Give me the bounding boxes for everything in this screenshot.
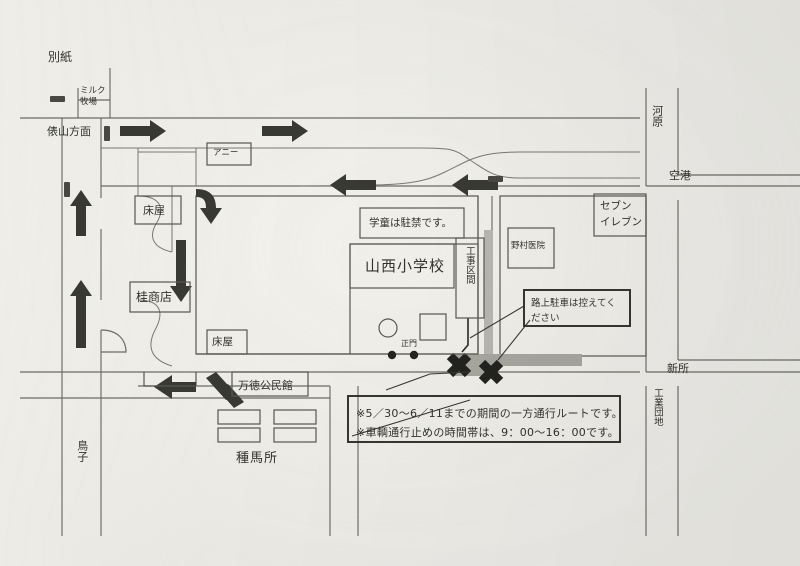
label-toriko: 鳥子 <box>75 440 89 462</box>
box-stud-a1 <box>217 409 261 425</box>
label-nomura-clinic: 野村医院 <box>511 241 546 251</box>
box-nomura-clinic <box>507 227 555 269</box>
box-stud-b1 <box>273 409 317 425</box>
box-barber-top <box>134 195 182 225</box>
label-annie: アニー <box>213 148 239 158</box>
box-street-parking <box>523 289 631 327</box>
label-seven-eleven: セブン イレブン <box>600 200 642 228</box>
label-main-gate: 正門 <box>401 339 417 348</box>
school-roundabout <box>378 318 398 338</box>
arrow-down-mid <box>170 240 192 302</box>
box-students-noparking <box>359 207 465 239</box>
label-milk-farm: ミルク 牧場 <box>80 86 106 108</box>
street-parking-leader-a <box>469 305 525 339</box>
direction-arrows <box>70 120 498 408</box>
label-stud-farm: 種馬所 <box>236 451 279 466</box>
box-barber-bottom <box>206 329 248 355</box>
label-students-noparking: 学童は駐禁です。 <box>369 217 452 229</box>
box-stud-b2 <box>273 427 317 443</box>
label-katsura-store: 桂商店 <box>136 290 173 304</box>
arrow-curve-down <box>196 189 222 224</box>
oneway-stripe-b <box>218 384 244 408</box>
arrow-up-left-b <box>70 280 92 348</box>
traffic-signal-icon-2 <box>104 126 110 141</box>
box-katsura <box>129 281 191 313</box>
arrow-right-top-b <box>262 120 308 142</box>
traffic-signal-icon-1 <box>50 96 65 102</box>
main-notice-line-2: ※車輌通行止めの時間帯は、9：00〜16：00です。 <box>356 426 619 439</box>
box-annie <box>206 142 252 166</box>
gate-post-left <box>387 350 397 360</box>
traffic-signals <box>50 96 503 197</box>
main-notice-leader-2 <box>351 399 471 437</box>
main-notice-leader <box>385 371 471 391</box>
road-closed-x-marks <box>446 352 504 385</box>
construction-label-tail <box>461 318 469 353</box>
box-school-name <box>349 243 455 289</box>
gate-post-right <box>409 350 419 360</box>
arrow-left-upper-right <box>452 174 498 196</box>
label-tawarayama-direction: 俵山方面 <box>47 125 91 138</box>
label-kawara: 河原 <box>650 105 664 127</box>
box-main-notice <box>347 395 621 443</box>
label-shinsho: 新所 <box>667 362 689 375</box>
main-notice-line-1: ※5／30〜6／11までの期間の一方通行ルートです。 <box>356 407 623 420</box>
header-note: 別紙 <box>48 50 73 64</box>
arrow-left-lower <box>154 375 196 399</box>
x-mark-right <box>478 359 504 385</box>
box-stud-a2 <box>217 427 261 443</box>
traffic-signal-icon-4 <box>488 176 503 182</box>
label-industrial-park: 工業団地 <box>651 388 663 426</box>
arrow-right-top-a <box>120 120 166 142</box>
box-seven-eleven <box>593 193 647 237</box>
label-boxes <box>129 142 647 443</box>
box-construction-zone <box>455 237 485 319</box>
label-school-name: 山西小学校 <box>365 257 446 275</box>
box-mantoku-hall <box>231 371 309 397</box>
label-barber-top: 床屋 <box>143 204 165 217</box>
school-yard-box <box>419 313 447 341</box>
arrow-left-upper-mid <box>330 174 376 196</box>
label-street-parking: 路上駐車は控えてく ださい <box>531 298 616 325</box>
traffic-signal-icon-3 <box>64 182 70 197</box>
label-barber-bottom: 床屋 <box>212 336 233 348</box>
label-airport: 空港 <box>669 169 691 182</box>
arrow-up-left-a <box>70 190 92 236</box>
label-mantoku-hall: 万徳公民館 <box>238 379 293 392</box>
x-mark-left <box>446 352 472 378</box>
label-construction-zone: 工事区間 <box>463 246 475 284</box>
